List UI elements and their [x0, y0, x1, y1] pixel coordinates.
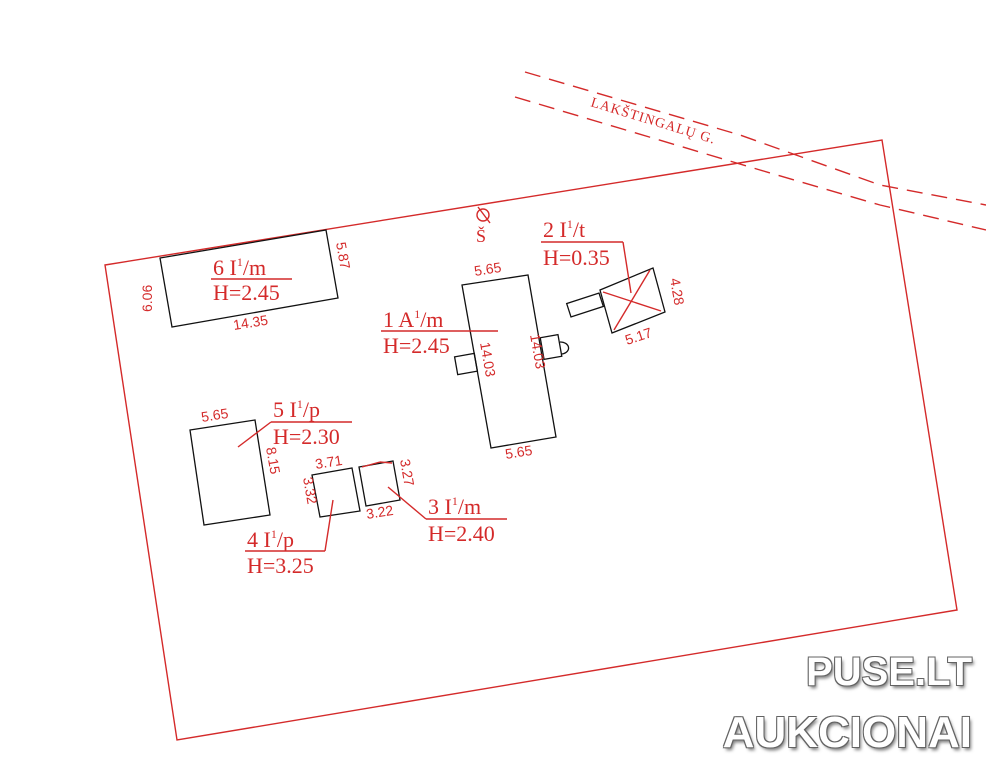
building-5-dim-right: 8.15 [263, 446, 284, 476]
building-1-label: 1 A1/m [383, 307, 443, 332]
building-6-outline [159, 229, 339, 328]
building-4-label: 4 I1/p [247, 527, 294, 552]
building-4-dim-left: 3.32 [300, 476, 321, 506]
building-6-label: 6 I1/m [213, 255, 266, 280]
building-6-dim-right: 5.87 [333, 241, 354, 271]
building-1-dim-bottom: 5.65 [504, 442, 534, 462]
building-2-dim-right: 4.28 [667, 277, 688, 307]
building-1-dim-right: 14.03 [527, 333, 549, 370]
building-4-outline [311, 467, 361, 518]
building-4-dim-top: 3.71 [314, 452, 344, 472]
building-1-outline [461, 274, 557, 449]
building-1-height: H=2.45 [383, 333, 450, 358]
watermark-line-1: PUSE.LT [806, 650, 972, 694]
street-lines [514, 71, 986, 231]
compass-label: Š [476, 225, 486, 246]
building-3-outline [358, 460, 401, 507]
north-arrow-icon [476, 206, 491, 224]
building-1-dim-left: 14.03 [477, 341, 499, 378]
building-4-height: H=3.25 [247, 553, 314, 578]
building-1-annex-right [539, 333, 563, 361]
building-6-dim-bottom: 14.35 [232, 312, 269, 333]
street-name: LAKŠTINGALŲ G. [589, 94, 718, 148]
building-3-dim-right: 3.27 [397, 458, 418, 488]
building-3-dim-bottom: 3.22 [365, 502, 395, 522]
building-2-annex [565, 292, 605, 318]
building-1-dim-top: 5.65 [473, 259, 503, 279]
building-2-outline [599, 267, 666, 334]
building-5-dim-top: 5.65 [200, 405, 230, 425]
building-5-outline [189, 419, 271, 526]
building-6-dim-left: 6.06 [139, 285, 155, 312]
building-6-height: H=2.45 [213, 280, 280, 305]
building-1-annex-left [453, 352, 479, 376]
plot-boundary [104, 139, 958, 741]
building-3-label: 3 I1/m [428, 494, 481, 519]
building-2-dim-bottom: 5.17 [623, 324, 654, 348]
building-3-height: H=2.40 [428, 521, 495, 546]
building-5-height: H=2.30 [273, 424, 340, 449]
building-5-label: 5 I1/p [273, 397, 320, 422]
building-2-height: H=0.35 [543, 245, 610, 270]
building-2-label: 2 I1/t [543, 217, 585, 242]
watermark-line-2: AUKCIONAI [722, 708, 972, 757]
